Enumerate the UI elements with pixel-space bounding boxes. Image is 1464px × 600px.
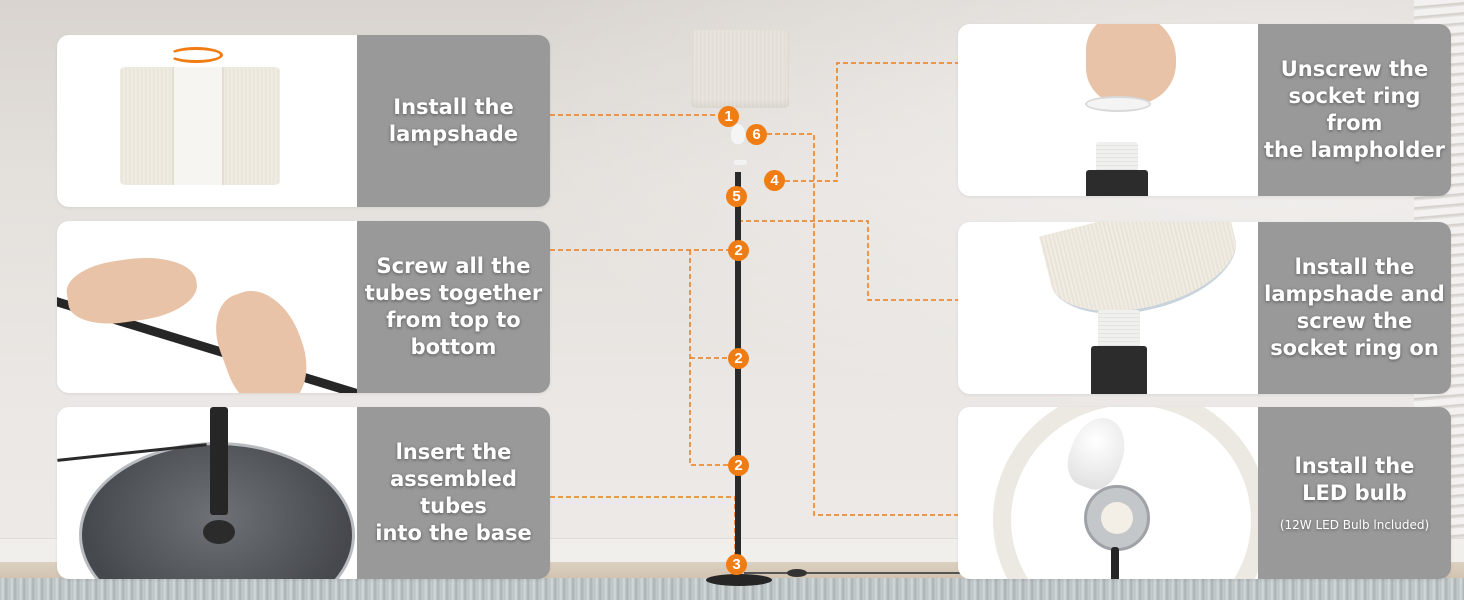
step-text-line: tubes together [364,281,543,305]
socket-ring-unscrew-photo [958,24,1258,196]
pole-image [210,407,228,515]
step-card-lampshade-socket-ring: lnstall the lampshade and screw the sock… [958,222,1451,394]
step-text-line: assembled tubes [390,467,517,518]
step-text-line: lampshade [388,122,519,146]
step-label: Unscrew the socket ring from the lamphol… [1258,24,1451,196]
bulb-holder-image [1084,485,1150,551]
step-badge-lampholder: 5 [726,186,747,207]
base-insert-photo [57,407,357,579]
step-text-line: from top to bottom [386,308,521,359]
step-text-line: Unscrew the [1280,57,1429,81]
lampshade-image [1038,222,1248,332]
step-card-insert-base: lnsert the assembled tubes into the base [57,407,550,579]
lamp-shade [691,30,789,108]
lampholder-thread-image [1096,142,1138,172]
step-badge-lampshade: 1 [718,106,739,127]
step-label: lnstall the lampshade and screw the sock… [1258,222,1451,394]
step-label: Install the lampshade [357,35,550,207]
hand-image [1086,24,1176,104]
step-badge-tube-joint: 2 [728,455,749,476]
step-subtext: (12W LED Bulb lncluded) [1279,518,1430,532]
lampholder-image [1086,170,1148,196]
hands-screwing-tubes-photo [57,221,357,393]
hand-image [63,250,201,330]
base-socket-image [203,520,235,544]
step-text-line: LED bulb [1302,481,1407,505]
lampshade-rotate-photo [57,35,357,207]
pole-image [1111,547,1119,579]
lampshade-socket-photo [958,222,1258,394]
rotate-arrow-icon [169,47,223,63]
step-text-line: into the base [375,521,532,545]
step-badge-bulb: 6 [746,124,767,145]
foot-switch [787,569,807,577]
step-badge-socket-ring: 4 [764,170,785,191]
lampshade-image [120,67,280,185]
hand-image [203,278,321,393]
lampholder-thread-image [1098,310,1140,350]
power-cord [744,572,974,574]
step-text-line: Screw all the [376,254,531,278]
lamp-socket-ring [734,160,747,165]
lamp-bulb [731,124,745,144]
led-bulb-photo [958,407,1258,579]
lamp-base [706,574,772,586]
step-card-screw-tubes: Screw all the tubes together from top to… [57,221,550,393]
step-text-line: lampshade and [1264,282,1445,306]
rug [0,578,1464,600]
step-text-line: lnsert the [395,440,512,464]
step-badge-tube-joint: 2 [728,348,749,369]
step-label: lnsert the assembled tubes into the base [357,407,550,579]
step-label: Screw all the tubes together from top to… [357,221,550,393]
step-badge-tube-joint: 2 [728,240,749,261]
step-card-install-led-bulb: lnstall the LED bulb (12W LED Bulb lnclu… [958,407,1451,579]
socket-ring-image [1085,96,1151,112]
step-text-line: lnstall the [1294,255,1415,279]
step-card-unscrew-socket-ring: Unscrew the socket ring from the lamphol… [958,24,1451,196]
step-text-line: the lampholder [1263,138,1446,162]
step-text-line: socket ring on [1270,336,1439,360]
step-card-install-lampshade: Install the lampshade [57,35,550,207]
step-badge-base: 3 [726,554,747,575]
step-text-line: socket ring from [1288,84,1421,135]
step-text-line: lnstall the [1294,454,1415,478]
step-text-line: Install the [393,95,514,119]
step-label: lnstall the LED bulb (12W LED Bulb lnclu… [1258,407,1451,579]
step-text-line: screw the [1296,309,1413,333]
lampholder-image [1091,346,1147,394]
lamp-pole [735,172,741,574]
